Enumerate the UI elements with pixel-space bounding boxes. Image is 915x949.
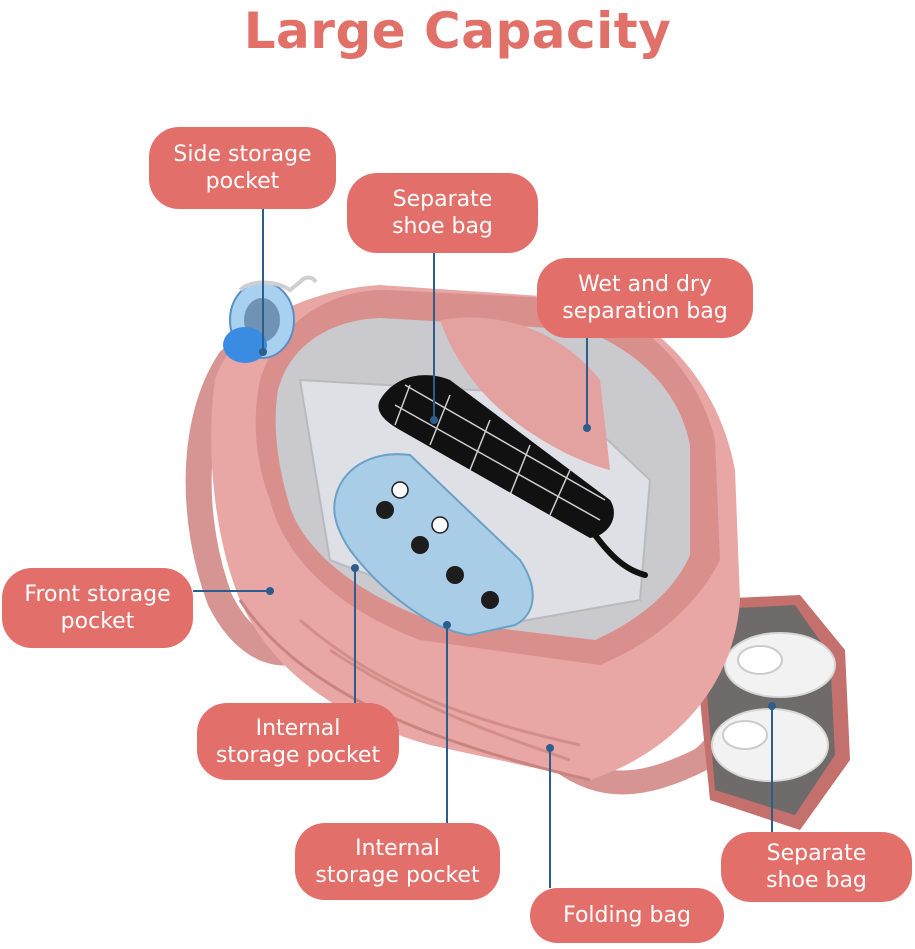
- folding-bag-label: Folding bag: [530, 888, 724, 943]
- label-line: Separate: [392, 187, 493, 212]
- page-title: Large Capacity: [243, 2, 672, 60]
- separate-shoe-bag-label-top: Separate shoe bag: [347, 173, 538, 253]
- label-line: Internal: [255, 715, 341, 741]
- label-line: separation bag: [562, 299, 728, 324]
- sneaker-icon: [711, 708, 829, 782]
- label-line: pocket: [60, 609, 135, 634]
- label-line: Front storage: [24, 582, 171, 607]
- label-line: Wet and dry: [577, 272, 712, 297]
- label-line: Separate: [766, 841, 867, 866]
- internal-storage-pocket-label-bottom: Internal storage pocket: [295, 823, 500, 900]
- pouch-icon: [333, 453, 534, 637]
- separate-shoe-bag-label-bottom: Separate shoe bag: [721, 832, 912, 902]
- label-line: shoe bag: [766, 868, 867, 893]
- shoulder-strap: [185, 347, 313, 666]
- label-line: Side storage: [173, 142, 312, 167]
- umbrella-icon: [378, 375, 648, 578]
- label-line: storage pocket: [315, 862, 480, 888]
- label-line: storage pocket: [215, 742, 381, 768]
- internal-storage-pocket-label-left: Internal storage pocket: [197, 703, 399, 780]
- side-storage-pocket-label: Side storage pocket: [149, 127, 336, 209]
- wet-dry-pocket: [440, 317, 610, 470]
- label-line: Folding bag: [563, 903, 691, 928]
- front-storage-pocket-label: Front storage pocket: [2, 568, 193, 648]
- label-line: pocket: [205, 169, 280, 194]
- label-line: shoe bag: [392, 214, 493, 239]
- wet-dry-separation-bag-label: Wet and dry separation bag: [537, 258, 753, 338]
- sneaker-icon: [724, 632, 836, 698]
- label-line: Internal: [355, 835, 440, 861]
- leader-lines: [193, 205, 773, 888]
